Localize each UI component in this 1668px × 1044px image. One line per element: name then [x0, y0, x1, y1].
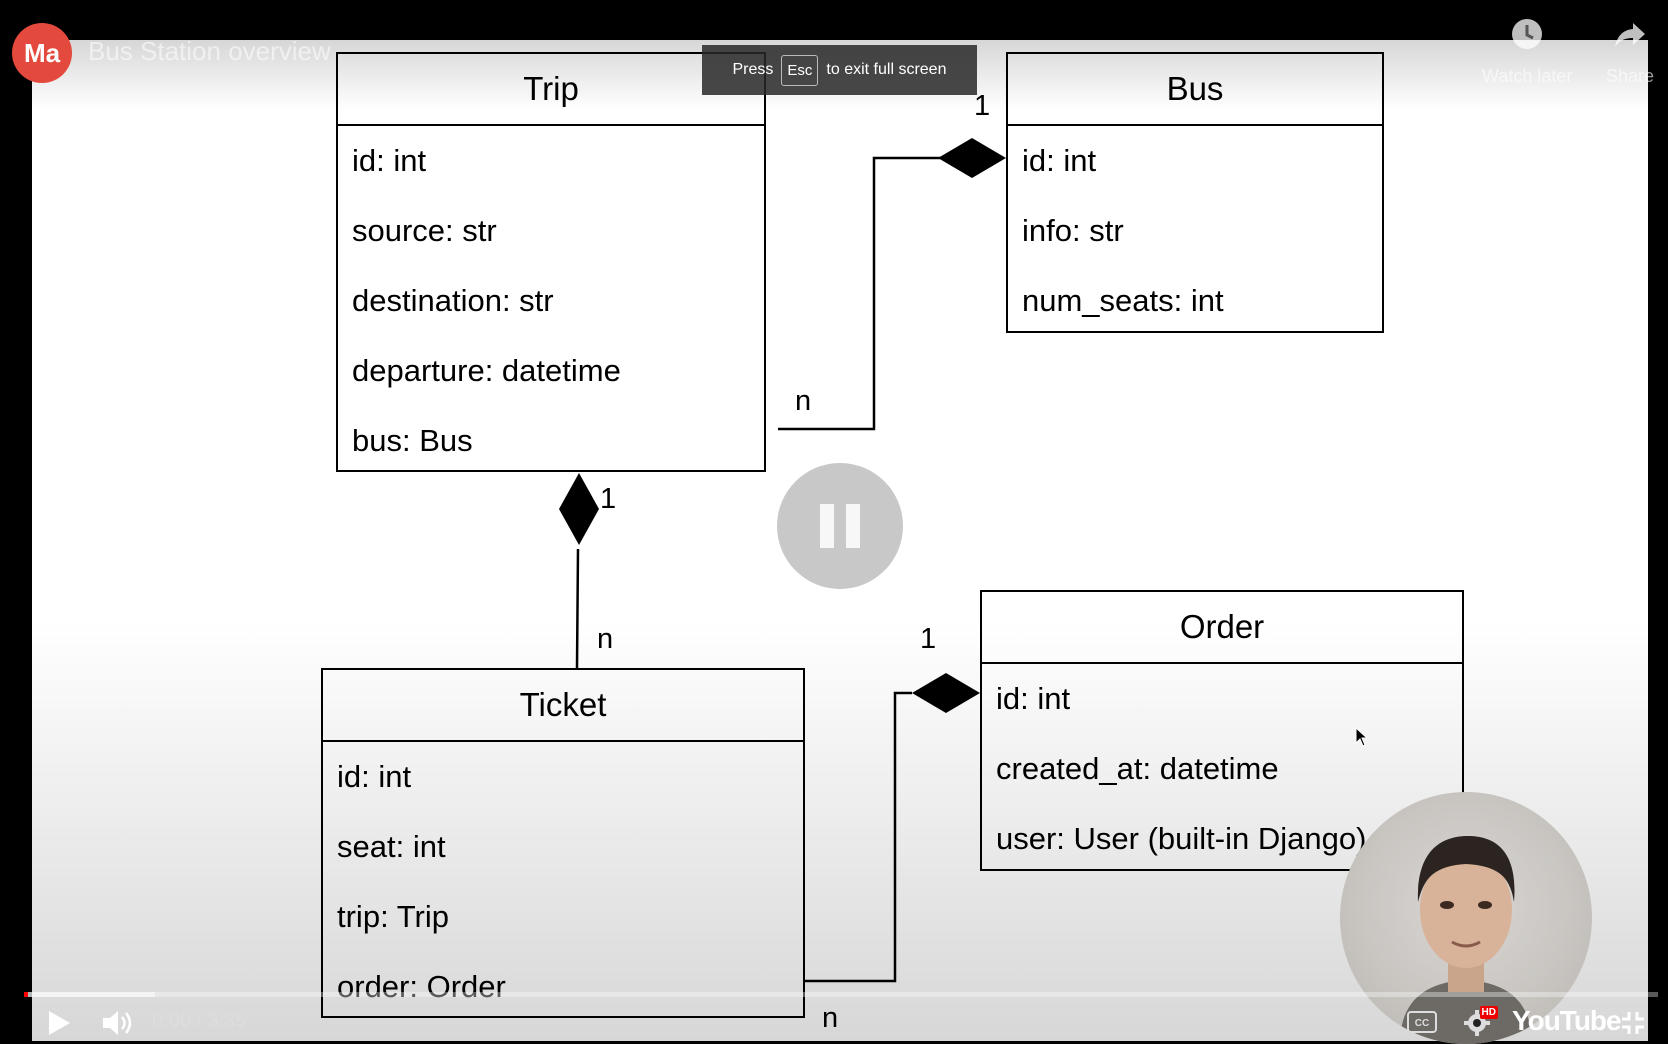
class-trip-name: Trip [338, 54, 764, 126]
class-bus-attr: id: int [1022, 143, 1097, 178]
share-label: Share [1606, 66, 1655, 86]
connector-trip-bus [778, 156, 942, 431]
video-title[interactable]: Bus Station overview [88, 36, 331, 66]
class-trip-attr: id: int [352, 143, 427, 178]
class-ticket-name: Ticket [323, 670, 803, 742]
exit-fullscreen-button[interactable] [1618, 1008, 1648, 1038]
class-trip: Trip id: int source: str destination: st… [336, 52, 766, 472]
time-separator: / [196, 1010, 203, 1032]
progress-buffered [24, 992, 155, 997]
settings-button[interactable]: HD [1458, 1006, 1498, 1038]
time-current: 0:00 [152, 1010, 191, 1032]
time-display: 0:00 / 3:35 [152, 1010, 247, 1033]
toast-message: to exit full screen [826, 61, 947, 78]
class-order-name: Order [982, 592, 1462, 664]
composition-diamond-order [912, 673, 980, 713]
class-bus-attr: info: str [1022, 213, 1124, 248]
diagram-connectors [559, 138, 1006, 983]
mouse-cursor-icon [1355, 726, 1369, 752]
captions-button[interactable]: CC [1406, 1010, 1438, 1034]
hd-badge: HD [1479, 1006, 1498, 1019]
multiplicity-label: 1 [974, 90, 991, 122]
class-ticket-attr: order: Order [337, 969, 506, 1004]
class-bus-attr: num_seats: int [1022, 283, 1224, 318]
multiplicity-label: 1 [600, 483, 617, 515]
class-order-attr: user: User (built-in Django) [996, 821, 1367, 856]
fullscreen-toast: Press Esc to exit full screen [702, 45, 977, 95]
play-button[interactable] [44, 1008, 74, 1038]
captions-icon: CC [1407, 1011, 1437, 1033]
video-frame[interactable]: Trip id: int source: str destination: st… [32, 40, 1648, 1041]
connector-trip-ticket [575, 548, 580, 669]
exit-fullscreen-icon [1622, 1012, 1644, 1034]
connector-ticket-order [804, 691, 912, 983]
watch-later-button[interactable]: Watch later [1482, 14, 1572, 87]
class-ticket-attr: id: int [337, 759, 412, 794]
player-controls: CC HD YouTube [0, 1000, 1668, 1041]
composition-diamond-trip [559, 473, 599, 545]
multiplicity-label: n [795, 385, 812, 417]
class-trip-attr: source: str [352, 213, 497, 248]
channel-avatar[interactable]: Ma [12, 23, 72, 83]
presenter-image [1400, 836, 1532, 1044]
toast-esc-key: Esc [781, 54, 819, 86]
svg-text:CC: CC [1415, 1018, 1429, 1029]
volume-icon [103, 1011, 132, 1035]
play-icon [49, 1011, 70, 1035]
class-trip-attr: bus: Bus [352, 423, 473, 458]
class-ticket: Ticket id: int seat: int trip: Trip orde… [321, 668, 805, 1018]
clock-icon [1507, 14, 1547, 54]
progress-played [24, 992, 28, 997]
class-order-attr: created_at: datetime [996, 751, 1279, 786]
share-button[interactable]: Share [1606, 14, 1654, 87]
class-ticket-attr: trip: Trip [337, 899, 449, 934]
class-trip-attr: destination: str [352, 283, 554, 318]
volume-button[interactable] [100, 1008, 136, 1038]
composition-diamond-bus [938, 138, 1006, 178]
time-total: 3:35 [207, 1010, 247, 1032]
class-bus-name: Bus [1008, 54, 1382, 126]
class-ticket-attr: seat: int [337, 829, 446, 864]
multiplicity-label: n [822, 1002, 839, 1034]
class-order-attr: id: int [996, 681, 1071, 716]
pause-icon [820, 504, 834, 548]
class-order: Order id: int created_at: datetime user:… [980, 590, 1464, 871]
progress-bar[interactable] [24, 992, 1658, 997]
class-trip-attr: departure: datetime [352, 353, 621, 388]
multiplicity-label: n [597, 623, 614, 655]
youtube-logo[interactable]: YouTube [1512, 1005, 1622, 1036]
class-bus: Bus id: int info: str num_seats: int [1006, 52, 1384, 333]
watch-later-label: Watch later [1482, 66, 1573, 86]
multiplicity-label: 1 [920, 623, 937, 655]
toast-press-text: Press [732, 61, 774, 78]
pause-indicator [777, 463, 903, 589]
share-icon [1610, 14, 1650, 54]
presenter-webcam [1340, 792, 1592, 1044]
